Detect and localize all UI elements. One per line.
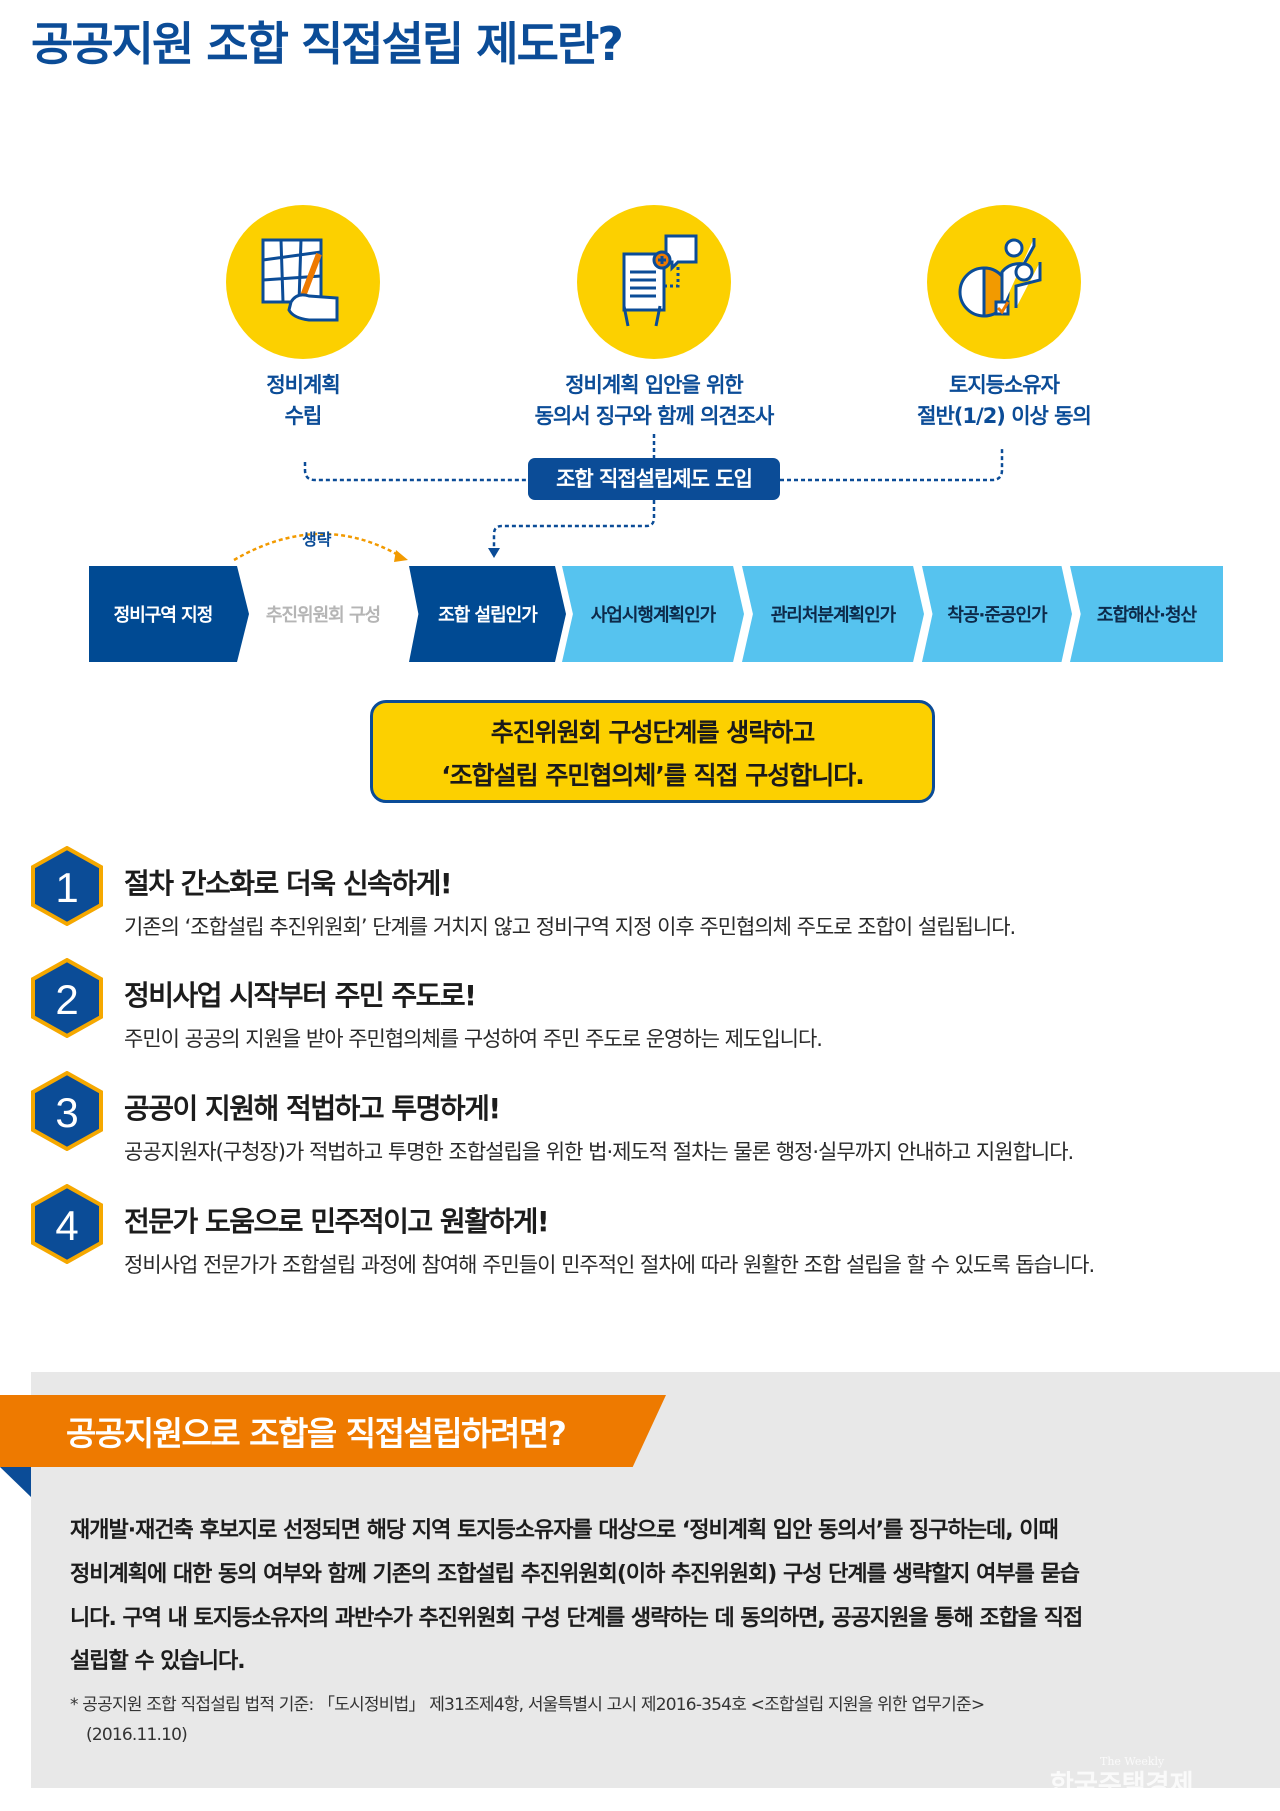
publisher-watermark: The Weekly 한국주택경제	[1050, 1755, 1194, 1801]
label-line: 토지등소유자	[949, 373, 1060, 397]
process-step-1: 정비구역 지정	[89, 566, 237, 662]
number-hexagon-2: 2	[31, 958, 103, 1038]
number-hexagon-1: 1	[31, 846, 103, 926]
label-line: 정비계획 입안을 위한	[565, 373, 744, 397]
benefit-desc: 정비사업 전문가가 조합설립 과정에 참여해 주민들이 민주적인 절차에 따라 …	[124, 1253, 1095, 1277]
benefit-title: 절차 간소화로 더욱 신속하게!	[124, 867, 453, 900]
footnote: * 공공지원 조합 직접설립 법적 기준: 「도시정비법」 제31조제4항, 서…	[70, 1695, 985, 1715]
owners-vote-chart-icon	[927, 205, 1081, 359]
footnote: (2016.11.10)	[86, 1725, 188, 1745]
benefit-title: 정비사업 시작부터 주민 주도로!	[124, 979, 477, 1012]
label-line: 수립	[284, 404, 323, 428]
callout-line: ‘조합설립 주민협의체’를 직접 구성합니다.	[441, 761, 865, 790]
callout-line: 추진위원회 구성단계를 생략하고	[490, 718, 815, 747]
watermark-small: The Weekly	[1100, 1755, 1165, 1768]
benefit-title: 전문가 도움으로 민주적이고 원활하게!	[124, 1205, 550, 1238]
svg-text:2: 2	[55, 976, 78, 1023]
consent-document-icon	[577, 205, 731, 359]
process-step-2: 추진위원회 구성	[237, 566, 409, 662]
skip-label: 생략	[302, 530, 332, 549]
connector-lines	[233, 434, 1004, 562]
paragraph-line: 정비계획에 대한 동의 여부와 함께 기존의 조합설립 추진위원회(이하 추진위…	[70, 1562, 1080, 1587]
benefit-title: 공공이 지원해 적법하고 투명하게!	[124, 1092, 501, 1125]
svg-text:3: 3	[55, 1089, 78, 1136]
section-header-bar	[0, 1395, 666, 1467]
benefit-desc: 주민이 공공의 지원을 받아 주민협의체를 구성하여 주민 주도로 운영하는 제…	[124, 1027, 823, 1051]
ribbon-fold	[0, 1467, 31, 1497]
number-hexagon-3: 3	[31, 1071, 103, 1151]
chevron-divider-icon	[237, 566, 249, 662]
svg-text:4: 4	[55, 1202, 78, 1249]
watermark-main: 한국주택경제	[1050, 1770, 1194, 1800]
benefit-desc: 기존의 ‘조합설립 추진위원회’ 단계를 거치지 않고 정비구역 지정 이후 주…	[124, 915, 1016, 939]
page-title: 공공지원 조합 직접설립 제도란?	[31, 17, 624, 71]
direct-establishment-banner: 조합 직접설립제도 도입	[528, 458, 780, 500]
process-step-5: 관리처분계획인가	[742, 566, 924, 662]
map-drawing-icon	[226, 205, 380, 359]
label-line: 동의서 징구와 함께 의견조사	[534, 404, 775, 428]
process-step-3: 조합 설립인가	[409, 566, 566, 662]
number-hexagon-4: 4	[31, 1184, 103, 1264]
paragraph-line: 설립할 수 있습니다.	[70, 1649, 246, 1674]
process-step-6: 착공·준공인가	[922, 566, 1072, 662]
paragraph-line: 재개발·재건축 후보지로 선정되면 해당 지역 토지등소유자를 대상으로 ‘정비…	[70, 1518, 1059, 1543]
label-line: 절반(1/2) 이상 동의	[917, 404, 1092, 428]
process-step-7: 조합해산·청산	[1070, 566, 1223, 662]
benefit-desc: 공공지원자(구청장)가 적법하고 투명한 조합설립을 위한 법·제도적 절차는 …	[124, 1140, 1074, 1164]
section-title: 공공지원으로 조합을 직접설립하려면?	[66, 1414, 567, 1453]
svg-text:1: 1	[55, 864, 78, 911]
label-line: 정비계획	[266, 373, 340, 397]
process-step-4: 사업시행계획인가	[562, 566, 744, 662]
callout-box: 추진위원회 구성단계를 생략하고 ‘조합설립 주민협의체’를 직접 구성합니다.	[370, 700, 935, 803]
paragraph-line: 니다. 구역 내 토지등소유자의 과반수가 추진위원회 구성 단계를 생략하는 …	[70, 1606, 1083, 1631]
